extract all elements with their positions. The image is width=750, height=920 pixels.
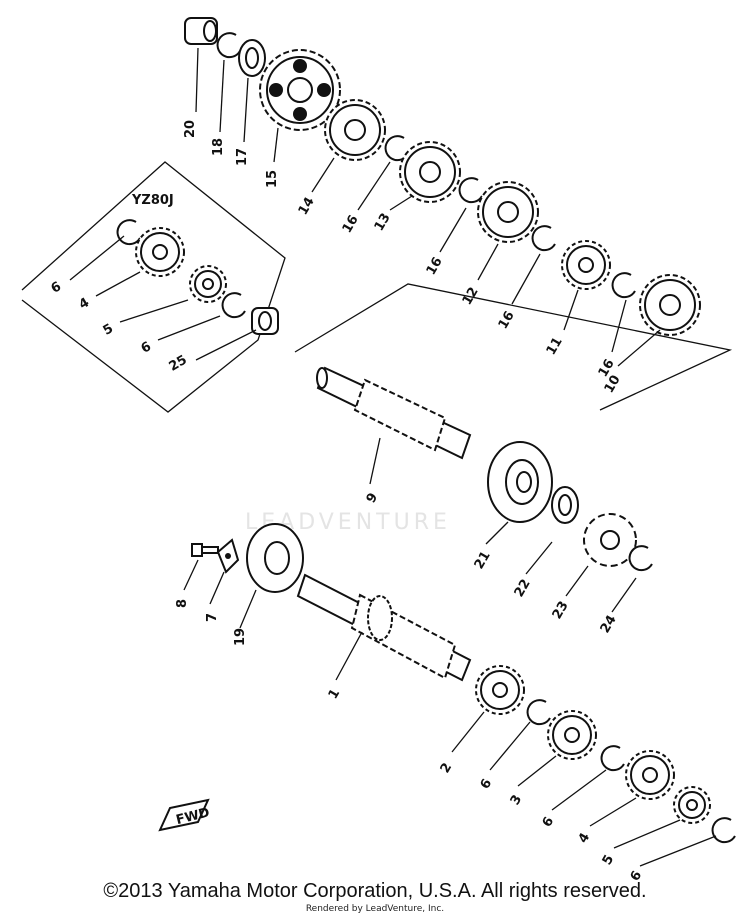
part-label: 9 (364, 491, 382, 506)
circlip-part-6 (526, 699, 551, 726)
part-label: 16 (496, 309, 518, 332)
part-label: 5 (101, 321, 116, 339)
gear-part-10 (639, 274, 701, 336)
part-label: 6 (478, 777, 496, 792)
gear-part-11 (561, 240, 611, 290)
bearing-part-21 (487, 441, 553, 523)
rendered-by-credit: Rendered by LeadVenture, Inc. (305, 904, 445, 914)
gear-part-3 (547, 710, 597, 760)
part-label: 21 (472, 549, 494, 572)
fwd-arrow-icon: FWD (158, 798, 211, 832)
circlip-part-24 (628, 545, 653, 572)
part-label: 7 (205, 613, 220, 622)
lock-washer-part-7 (216, 538, 240, 574)
main-axle-part-9 (316, 366, 472, 460)
bolt-part-8 (191, 543, 219, 557)
circlip-part (221, 292, 246, 319)
part-label: 8 (175, 599, 190, 608)
gear-part-12 (477, 181, 539, 243)
part-label: 18 (211, 138, 226, 156)
part-label: 24 (598, 613, 620, 636)
part-label: 12 (460, 285, 482, 308)
part-label: 25 (167, 353, 190, 375)
oil-seal-part-22 (551, 486, 579, 524)
needle-bearing-part-25 (251, 307, 279, 335)
main-shaft-part-1 (296, 573, 472, 682)
part-label: 6 (49, 279, 64, 297)
part-label: 15 (265, 170, 280, 188)
sprocket-part-23 (583, 513, 637, 567)
bearing-part-20 (184, 17, 218, 45)
part-label: 2 (438, 761, 456, 776)
gear-part-4 (625, 750, 675, 800)
yz80j-inset-box: YZ80J (21, 161, 286, 413)
part-label: 16 (424, 255, 446, 278)
part-label: 5 (600, 853, 618, 868)
part-label: 11 (544, 335, 566, 358)
gear-part-13 (399, 141, 461, 203)
part-label: 4 (77, 295, 92, 313)
gear-part-5-inset (189, 265, 227, 303)
bearing-part-19 (246, 523, 304, 593)
washer-part-17 (238, 39, 266, 77)
part-label: 16 (340, 213, 362, 236)
circlip-part (116, 219, 141, 246)
gear-part-2 (475, 665, 525, 715)
gear-part-14 (324, 99, 386, 161)
part-label: 6 (540, 815, 558, 830)
part-label: 6 (139, 339, 154, 357)
part-label: 20 (183, 120, 198, 138)
inset-label: YZ80J (131, 193, 174, 208)
part-label: 17 (235, 148, 250, 166)
circlip-part-6 (600, 745, 625, 772)
copyright-notice: ©2013 Yamaha Motor Corporation, U.S.A. A… (103, 880, 647, 902)
part-label: 1 (326, 687, 344, 702)
gear-part-15 (259, 49, 341, 131)
circlip-part-16 (611, 272, 636, 299)
gear-part-5 (673, 786, 711, 824)
part-label: 13 (372, 211, 394, 234)
part-label: 3 (508, 793, 526, 808)
gear-part-4-inset (135, 227, 185, 277)
circlip-part-16 (531, 225, 556, 252)
part-label: 14 (296, 195, 318, 218)
circlip-part-6 (711, 817, 736, 844)
circlip-part-18 (216, 32, 241, 59)
part-label: 19 (233, 628, 248, 646)
part-label: 22 (512, 577, 534, 600)
circlip-part-16 (458, 177, 483, 204)
part-label: 4 (576, 831, 594, 846)
part-label: 23 (550, 599, 572, 622)
